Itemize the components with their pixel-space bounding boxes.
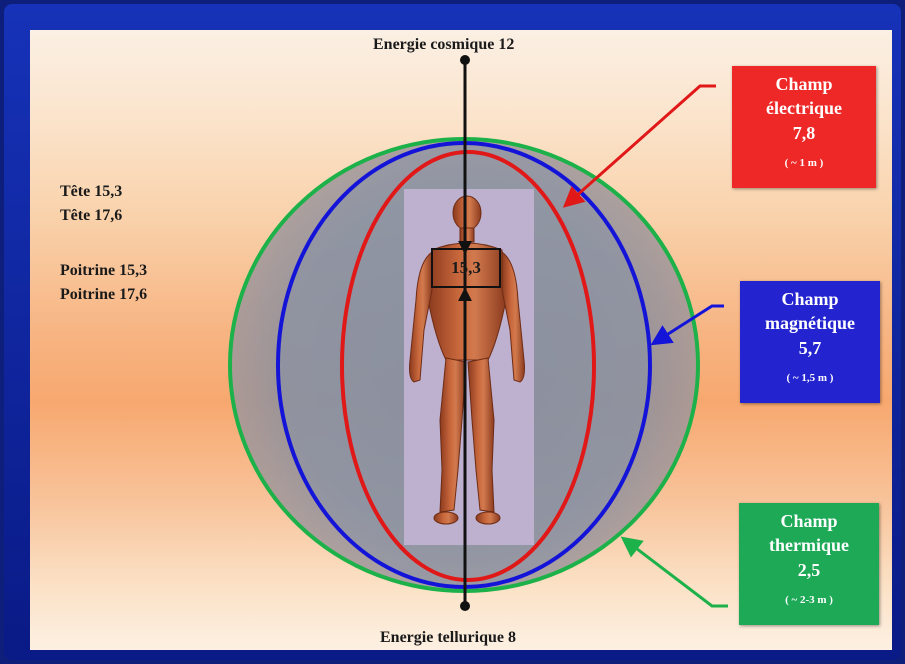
magnetic-field-box: Champ magnétique 5,7 ( ~ 1,5 m ) [740, 281, 880, 403]
axis-bottom-dot [460, 601, 470, 611]
center-value: 15,3 [432, 249, 500, 287]
electric-field-title-2: électrique [732, 96, 876, 120]
thermal-field-title-2: thermique [739, 533, 879, 557]
thermal-field-title-1: Champ [739, 509, 879, 533]
magnetic-field-title-2: magnétique [740, 311, 880, 335]
electric-field-title-1: Champ [732, 72, 876, 96]
head-value-1: Tête 15,3 [60, 180, 122, 204]
axis-top-dot [460, 55, 470, 65]
thermal-field-range: ( ~ 2-3 m ) [739, 591, 879, 609]
magnetic-field-range: ( ~ 1,5 m ) [740, 369, 880, 387]
thermal-pointer-arrow [624, 539, 728, 606]
thermal-field-box: Champ thermique 2,5 ( ~ 2-3 m ) [739, 503, 879, 625]
electric-field-box: Champ électrique 7,8 ( ~ 1 m ) [732, 66, 876, 188]
chest-value-1: Poitrine 15,3 [60, 259, 147, 283]
chest-value-2: Poitrine 17,6 [60, 283, 147, 307]
magnetic-field-title-1: Champ [740, 287, 880, 311]
thermal-field-value: 2,5 [739, 557, 879, 583]
magnetic-field-value: 5,7 [740, 335, 880, 361]
cosmic-energy-label: Energie cosmique 12 [373, 36, 514, 54]
electric-field-range: ( ~ 1 m ) [732, 154, 876, 172]
head-value-2: Tête 17,6 [60, 204, 122, 228]
telluric-energy-label: Energie tellurique 8 [380, 629, 516, 647]
electric-field-value: 7,8 [732, 120, 876, 146]
